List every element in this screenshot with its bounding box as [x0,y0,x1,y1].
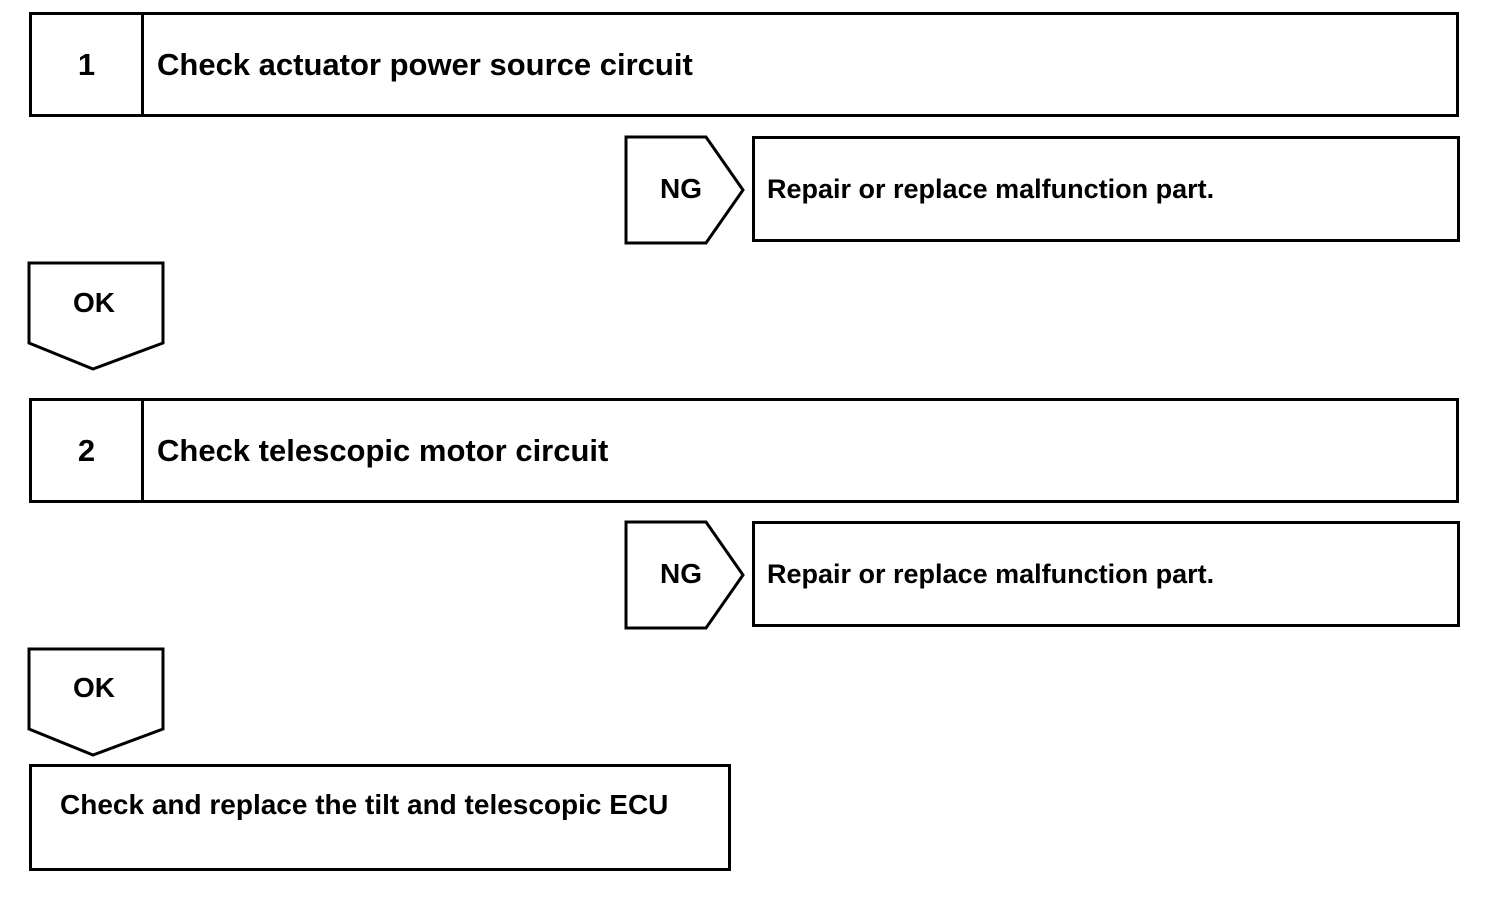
ok-1-arrow-shape [27,261,165,371]
ng-1-action-text: Repair or replace malfunction part. [767,173,1215,204]
ng-1-action-box: Repair or replace malfunction part. [752,136,1460,242]
final-action-text: Check and replace the tilt and telescopi… [60,789,669,820]
step-2-number: 2 [32,401,144,500]
ng-2-label: NG [660,558,702,589]
step-1-box: 1 Check actuator power source circuit [29,12,1459,117]
final-action-box: Check and replace the tilt and telescopi… [29,764,731,871]
step-1-number: 1 [32,15,144,114]
step-2-title: Check telescopic motor circuit [157,432,609,468]
step-2-box: 2 Check telescopic motor circuit [29,398,1459,503]
ng-1-label: NG [660,173,702,204]
ng-1-arrow-shape [624,135,745,245]
ng-2-action-box: Repair or replace malfunction part. [752,521,1460,627]
ng-2-action-text: Repair or replace malfunction part. [767,558,1215,589]
ok-1-label: OK [73,287,115,318]
ng-2-arrow-shape [624,520,745,630]
step-1-title: Check actuator power source circuit [157,46,693,82]
ok-2-label: OK [73,672,115,703]
ok-2-arrow-shape [27,647,165,757]
